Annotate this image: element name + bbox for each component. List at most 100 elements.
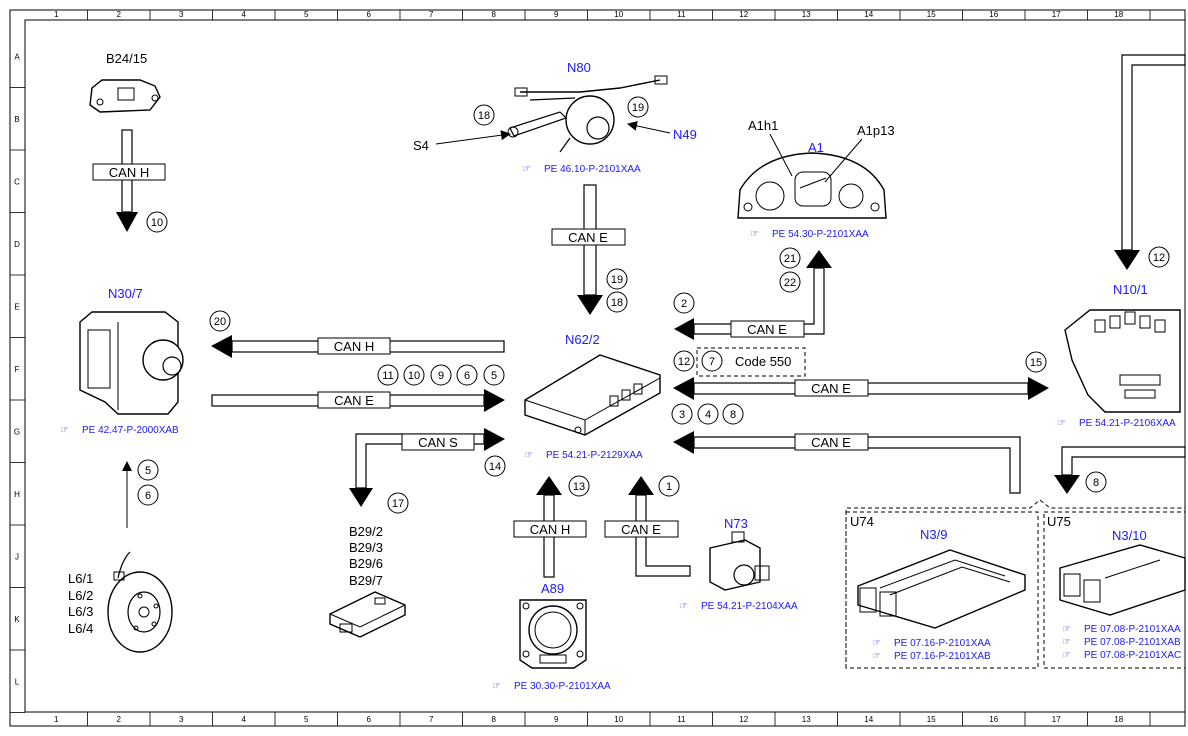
- svg-text:10: 10: [408, 370, 420, 382]
- column-number: 14: [864, 715, 873, 724]
- callout: 7: [701, 350, 723, 372]
- bus-n10-arrowhead-left: [673, 377, 694, 400]
- callout: 21: [779, 247, 801, 269]
- callout: 14: [484, 455, 506, 477]
- svg-text:3: 3: [679, 409, 685, 421]
- callout: 5: [483, 364, 505, 386]
- pointer-a1h1: [769, 133, 793, 177]
- b29-radar-sensor: [329, 591, 406, 638]
- bus-a89-box: [513, 520, 587, 538]
- svg-text:2: 2: [681, 298, 687, 310]
- column-number: 18: [1114, 715, 1123, 724]
- svg-text:20: 20: [214, 316, 226, 328]
- label-n62-2: N62/2: [565, 332, 600, 347]
- column-number: 15: [927, 10, 936, 19]
- label-b29-7: B29/7: [349, 573, 383, 588]
- hand-pointer-icon: ☞: [750, 229, 759, 240]
- pointer-s4: [435, 130, 511, 145]
- svg-text:12: 12: [678, 356, 690, 368]
- label-l6-2: L6/2: [68, 588, 93, 603]
- hand-pointer-icon: ☞: [1062, 637, 1071, 648]
- hand-pointer-icon: ☞: [1062, 650, 1071, 661]
- ref-n73: ☞ PE 54.21-P-2104XAA: [679, 601, 798, 612]
- bus-n73-box: [604, 520, 679, 538]
- svg-text:8: 8: [1093, 477, 1099, 489]
- callout: 1: [658, 475, 680, 497]
- bus-n80-label: CAN E: [568, 230, 608, 245]
- callout: 20: [209, 310, 231, 332]
- bus-n10-top-arrowhead: [1114, 250, 1140, 270]
- column-number: 17: [1052, 10, 1061, 19]
- bus-n30-out-arrowhead: [211, 335, 232, 358]
- column-number: 4: [242, 10, 247, 19]
- column-number: 8: [492, 10, 497, 19]
- b24-15-sensor: [89, 79, 161, 113]
- callout: 22: [779, 271, 801, 293]
- bus-n10-arrowhead-right: [1028, 377, 1049, 400]
- row-letter: C: [14, 177, 20, 186]
- ref-a89: ☞ PE 30.30-P-2101XAA: [492, 681, 611, 692]
- bus-a89-arrowhead: [536, 476, 562, 495]
- svg-text:19: 19: [611, 274, 623, 286]
- svg-text:10: 10: [151, 217, 163, 229]
- bus-u75-shaft: [1061, 446, 1186, 476]
- hand-pointer-icon: ☞: [492, 681, 501, 692]
- bus-a89-label: CAN H: [530, 522, 570, 537]
- ref-n30-7: ☞ PE 42.47-P-2000XAB: [60, 425, 179, 436]
- label-u75: U75: [1047, 514, 1071, 529]
- callout: 9: [430, 364, 452, 386]
- column-number: 18: [1114, 10, 1123, 19]
- svg-text:5: 5: [145, 465, 151, 477]
- svg-text:7: 7: [709, 356, 715, 368]
- label-l6-3: L6/3: [68, 604, 93, 619]
- svg-text:PE 30.30-P-2101XAA: PE 30.30-P-2101XAA: [514, 681, 611, 692]
- callout: 12: [1148, 246, 1170, 268]
- column-number: 13: [802, 715, 811, 724]
- bus-a1-box: [730, 320, 805, 338]
- svg-text:PE 54.30-P-2101XAA: PE 54.30-P-2101XAA: [772, 229, 869, 240]
- column-number: 13: [802, 10, 811, 19]
- column-number: 11: [677, 715, 686, 724]
- label-n73: N73: [724, 516, 748, 531]
- label-n10-1: N10/1: [1113, 282, 1148, 297]
- column-number: 16: [989, 10, 998, 19]
- callout: 8: [722, 403, 744, 425]
- column-number: 10: [614, 715, 623, 724]
- label-n30-7: N30/7: [108, 286, 143, 301]
- column-number: 2: [117, 10, 122, 19]
- bus-b24-label: CAN H: [109, 165, 149, 180]
- label-a89: A89: [541, 581, 564, 596]
- callout: 15: [1025, 351, 1047, 373]
- column-number: 7: [429, 10, 434, 19]
- column-number: 10: [614, 10, 623, 19]
- hand-pointer-icon: ☞: [872, 651, 881, 662]
- bus-n30-in-label: CAN E: [334, 393, 374, 408]
- label-n3-9: N3/9: [920, 527, 947, 542]
- pointer-n49: [627, 120, 671, 134]
- svg-text:19: 19: [632, 102, 644, 114]
- callout: 11: [377, 364, 399, 386]
- svg-text:6: 6: [464, 370, 470, 382]
- label-b29-2: B29/2: [349, 524, 383, 539]
- svg-text:22: 22: [784, 277, 796, 289]
- label-l6-4: L6/4: [68, 621, 93, 636]
- callout: 18: [473, 104, 495, 126]
- column-number: 16: [989, 715, 998, 724]
- callout: 6: [456, 364, 478, 386]
- column-ruler: 1122334455667788991010111112121313141415…: [54, 10, 1151, 726]
- column-number: 5: [304, 715, 309, 724]
- ref-n3-9: ☞ PE 07.16-P-2101XAA ☞ PE 07.16-P-2101XA…: [872, 638, 991, 662]
- column-number: 15: [927, 715, 936, 724]
- n3-9-engine-ecu: [857, 549, 1026, 629]
- bus-n73-label: CAN E: [621, 522, 661, 537]
- label-b29-6: B29/6: [349, 556, 383, 571]
- bus-can-s-arrowhead: [484, 428, 505, 451]
- bus-n10-top-shaft: [1121, 54, 1186, 251]
- bus-n73-arrowhead: [628, 476, 654, 495]
- ref-n62-2: ☞ PE 54.21-P-2129XAA: [524, 450, 643, 461]
- callout: 3: [671, 403, 693, 425]
- callout: 18: [606, 291, 628, 313]
- bus-a1-arrowhead-up: [806, 250, 832, 268]
